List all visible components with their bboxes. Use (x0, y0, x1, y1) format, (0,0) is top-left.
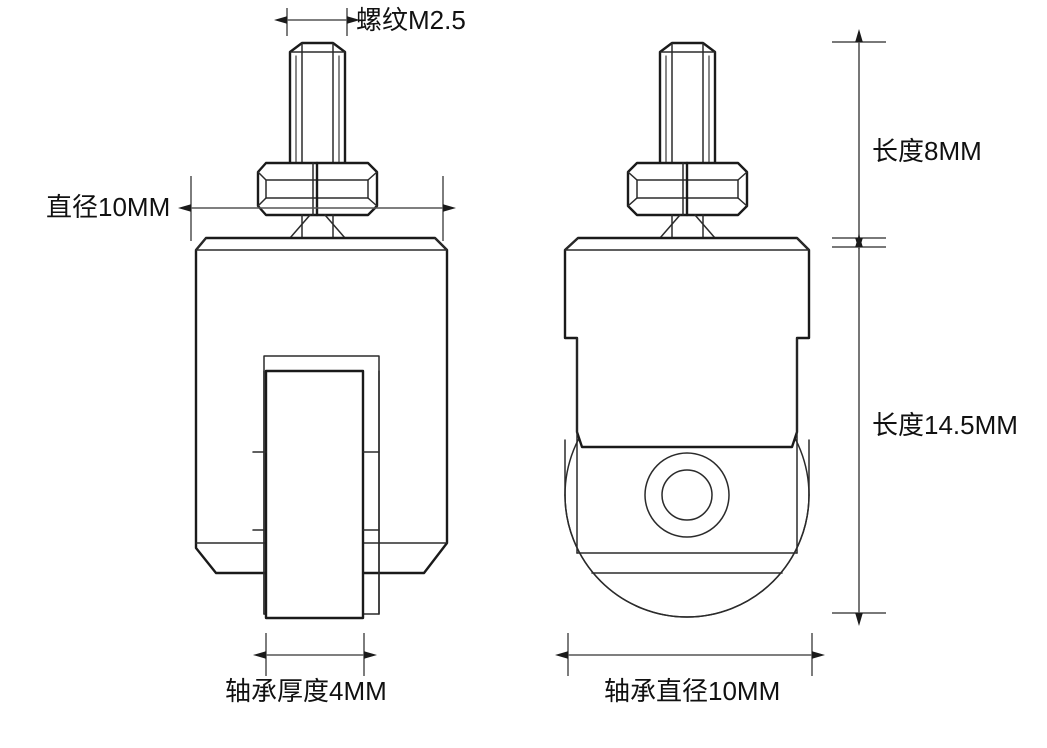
side-body-housing (563, 236, 811, 449)
dim-bearing-thickness-4 (253, 633, 377, 676)
side-wheel-tread-arc (564, 439, 810, 618)
front-view-group (194, 41, 449, 620)
front-threaded-stem (288, 41, 347, 178)
dim-label-bearing-diameter: 轴承直径10MM (604, 676, 781, 706)
front-slot-side-strips (252, 370, 380, 615)
side-axle-hub (644, 452, 730, 538)
side-stem-collar (659, 214, 716, 239)
front-wheel (264, 369, 365, 620)
dim-bearing-diameter-10 (555, 633, 825, 676)
side-hex-nut (626, 161, 749, 217)
dim-label-length-top: 长度8MM (872, 136, 982, 166)
dim-length-14-5 (832, 234, 886, 626)
dim-label-outer-diameter: 直径10MM (46, 192, 171, 222)
dim-label-bearing-thickness: 轴承厚度4MM (225, 676, 387, 706)
side-view-group (563, 41, 811, 618)
dim-outer-diameter-10 (178, 176, 456, 241)
dim-label-length-bottom: 长度14.5MM (872, 410, 1018, 440)
side-body-lower-walls (576, 337, 798, 574)
side-threaded-stem (658, 41, 717, 178)
dim-thread-m25 (274, 8, 360, 36)
dim-label-thread-m25: 螺纹M2.5 (356, 5, 466, 35)
front-stem-collar (289, 214, 346, 239)
